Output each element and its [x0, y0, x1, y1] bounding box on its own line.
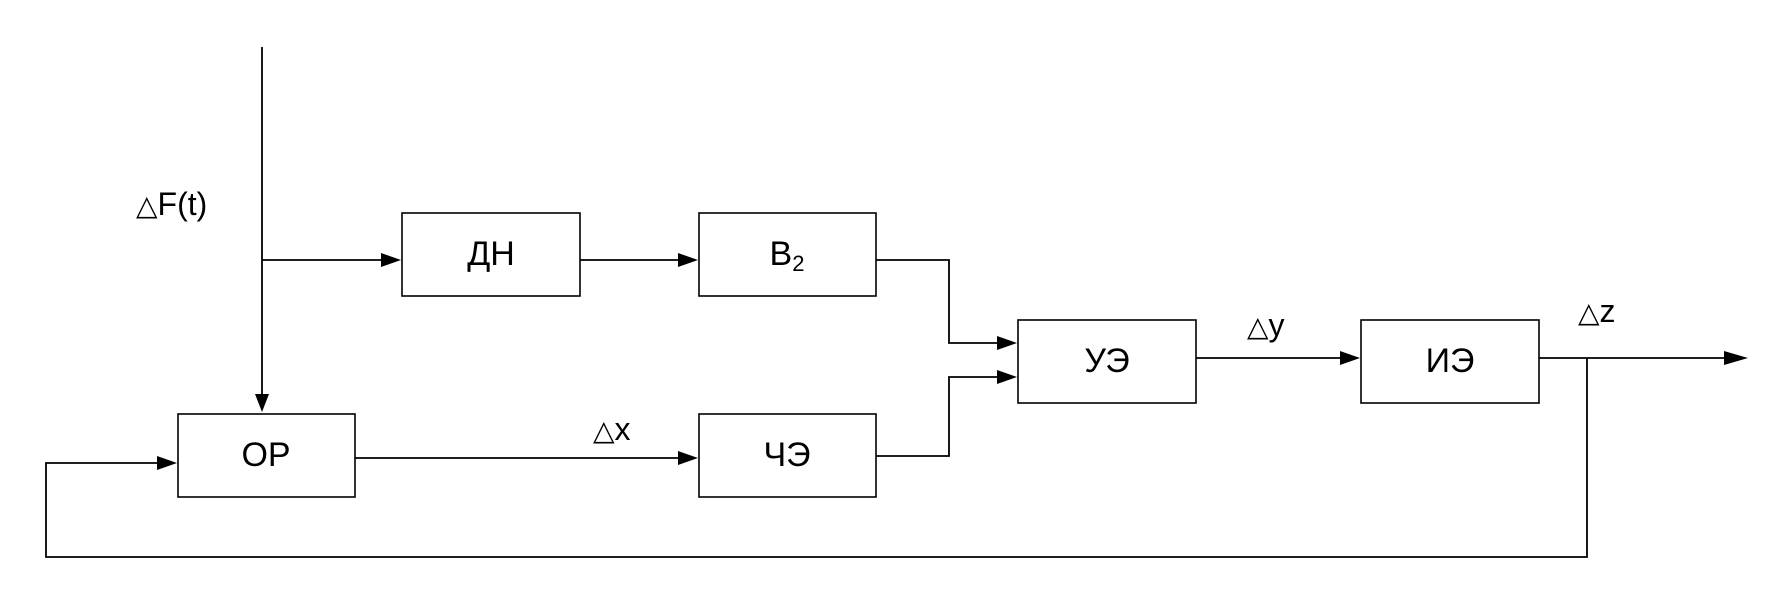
block-b2-label: В2: [770, 235, 805, 276]
arrow-into-dn: [381, 253, 401, 267]
block-b2: В2: [698, 212, 877, 297]
block-dn: ДН: [401, 212, 581, 297]
signal-label-disturbance: △F(t): [136, 186, 207, 222]
arrow-output: [1724, 351, 1748, 365]
block-dn-label: ДН: [467, 235, 515, 273]
block-or: ОР: [177, 413, 356, 498]
arrow-into-ue-upper: [997, 336, 1017, 350]
delta-symbol: △: [1247, 310, 1269, 343]
wire-che-to-ue: [876, 376, 998, 457]
arrow-into-ue-lower: [997, 370, 1017, 384]
signal-label-z: △z: [1578, 293, 1616, 329]
block-ie-label: ИЭ: [1426, 342, 1475, 380]
arrow-into-b2: [678, 253, 698, 267]
block-or-label: ОР: [241, 436, 290, 474]
block-b2-subscript: 2: [792, 251, 804, 276]
delta-symbol: △: [593, 414, 615, 447]
feedback-line: [45, 358, 1588, 558]
block-che-label: ЧЭ: [763, 436, 810, 474]
block-ie: ИЭ: [1360, 319, 1540, 404]
wire-b2-to-ue: [876, 259, 998, 344]
arrow-into-or-top: [255, 394, 269, 412]
signal-label-x: △x: [593, 411, 631, 447]
block-che: ЧЭ: [698, 413, 877, 498]
z-text: z: [1600, 293, 1616, 329]
signal-label-y: △y: [1247, 307, 1285, 343]
block-ue: УЭ: [1017, 319, 1197, 404]
y-text: y: [1269, 307, 1285, 343]
delta-symbol: △: [1578, 296, 1600, 329]
delta-symbol: △: [136, 189, 158, 222]
arrow-into-or-left: [157, 456, 177, 470]
arrow-into-ie: [1340, 351, 1360, 365]
x-text: x: [615, 411, 631, 447]
block-b2-main: В: [770, 235, 793, 273]
arrow-into-che: [678, 451, 698, 465]
disturbance-text: F(t): [158, 186, 208, 222]
block-ue-label: УЭ: [1084, 342, 1129, 380]
